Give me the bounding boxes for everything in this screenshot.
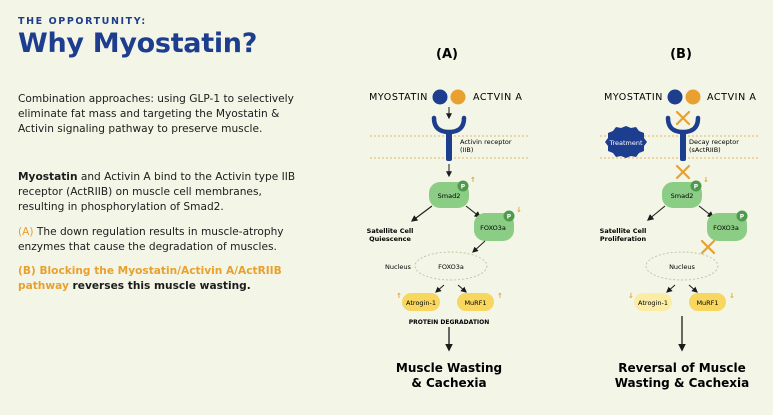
page-title: Why Myostatin?: [18, 28, 258, 59]
panel-b-receptor-label-1: Decay receptor: [689, 138, 739, 146]
panel-a-nucleus: [414, 251, 488, 281]
panel-b-murf-label: MuRF1: [696, 299, 718, 307]
blocking-text: reverses this muscle wasting.: [68, 280, 251, 292]
panel-a-atrogin: [402, 293, 440, 311]
panel-b-murf: [689, 293, 726, 311]
panel-a-fate-label-2: Quiescence: [369, 235, 411, 243]
panel-b-receptor-label-2: (sActRIIB): [689, 146, 721, 154]
panel-b-outcome-2: Wasting & Cachexia: [615, 376, 750, 390]
panel-a-smad2-label: Smad2: [438, 192, 461, 200]
tag-b: (B): [18, 265, 36, 277]
svg-text:↓: ↓: [628, 292, 634, 300]
panel-a-foxo3a: [474, 213, 514, 241]
panel-a-myostatin-ligand: [432, 89, 448, 105]
panel-a-smad2-p: P: [461, 184, 466, 191]
panel-b-fate-label-1: Satellite Cell: [600, 227, 647, 235]
panel-a-label: (A): [436, 47, 458, 62]
panel-b-smad2-phospho: [690, 180, 702, 192]
panel-b-label: (B): [670, 47, 692, 62]
panel-a-nucleus-label: Nucleus: [385, 263, 411, 271]
panel-b-receptor-cup: [665, 115, 701, 135]
downregulation-paragraph: (A) The down regulation results in muscl…: [18, 225, 310, 255]
panel-b-receptor-stem: [680, 131, 686, 161]
panel-b-nucleus-label: Nucleus: [669, 263, 695, 271]
panel-b-atrogin: [634, 293, 672, 311]
intro-paragraph: Combination approaches: using GLP-1 to s…: [18, 93, 294, 135]
blocking-text-orange: Blocking the Myostatin/Activin A/ActRIIB…: [18, 265, 282, 292]
panel-a-activin-label: ACTVIN A: [473, 92, 523, 103]
svg-text:↓: ↓: [729, 292, 735, 300]
mechanism-text: and Activin A bind to the Activin type I…: [18, 171, 296, 213]
treatment-badge: [605, 126, 647, 158]
svg-text:↑: ↑: [396, 292, 402, 300]
panel-b: (B) MYOSTATIN ACTVIN A Treatment Decay r…: [600, 47, 760, 390]
panel-b-block-icon-receptor: [675, 110, 691, 126]
panel-b-foxo3a-p: P: [740, 214, 745, 221]
panel-a-outcome-1: Muscle Wasting: [396, 361, 502, 375]
eyebrow: THE OPPORTUNITY:: [18, 16, 147, 27]
panel-a: (A) MYOSTATIN ACTVIN A Activin receptor …: [367, 47, 530, 390]
panel-b-block-icon-nucleus: [700, 239, 716, 255]
panel-b-smad2-p: P: [694, 184, 699, 191]
panel-a-murf: [457, 293, 494, 311]
panel-a-nucleus-foxo3a: FOXO3a: [438, 263, 464, 271]
panel-b-activin-ligand: [685, 89, 701, 105]
panel-a-foxo3a-p: P: [507, 214, 512, 221]
panel-b-foxo3a: [707, 213, 747, 241]
panel-b-foxo3a-label: FOXO3a: [713, 224, 739, 232]
panel-a-fate-label-1: Satellite Cell: [367, 227, 414, 235]
panel-a-receptor-cup: [431, 115, 467, 135]
svg-text:↓: ↓: [703, 176, 709, 184]
panel-b-fate-label-2: Proliferation: [600, 235, 647, 243]
svg-text:↑: ↑: [497, 292, 503, 300]
panel-b-block-icon-smad: [675, 164, 691, 180]
panel-a-foxo3a-phospho: [503, 210, 515, 222]
panel-a-outcome-2: & Cachexia: [411, 376, 486, 390]
panel-a-protein-degradation: PROTEIN DEGRADATION: [409, 319, 490, 326]
panel-a-myostatin-label: MYOSTATIN: [369, 92, 428, 103]
panel-a-smad2-phospho: [457, 180, 469, 192]
panel-a-activin-ligand: [450, 89, 466, 105]
svg-text:↓: ↓: [516, 206, 522, 214]
panel-a-atrogin-label: Atrogin-1: [406, 299, 436, 307]
panel-b-atrogin-label: Atrogin-1: [638, 299, 668, 307]
panel-a-murf-label: MuRF1: [464, 299, 486, 307]
blocking-paragraph: (B) Blocking the Myostatin/Activin A/Act…: [18, 264, 310, 294]
header: THE OPPORTUNITY: Why Myostatin?: [18, 12, 310, 59]
panel-b-smad2-label: Smad2: [671, 192, 694, 200]
treatment-label: Treatment: [608, 139, 643, 147]
mechanism-paragraph: Myostatin and Activin A bind to the Acti…: [18, 170, 310, 215]
downregulation-text: The down regulation results in muscle-at…: [18, 226, 284, 253]
myostatin-term: Myostatin: [18, 171, 78, 183]
panel-b-myostatin-label: MYOSTATIN: [604, 92, 663, 103]
panel-a-receptor-label-1: Activin receptor: [460, 138, 512, 146]
panel-a-foxo3a-label: FOXO3a: [480, 224, 506, 232]
panel-a-receptor-label-2: (IIB): [460, 146, 473, 154]
svg-text:↑: ↑: [470, 176, 476, 184]
panel-a-receptor-stem: [446, 131, 452, 161]
panel-b-outcome-1: Reversal of Muscle: [618, 361, 745, 375]
tag-a: (A): [18, 226, 34, 238]
panel-b-foxo3a-phospho: [736, 210, 748, 222]
panel-b-myostatin-ligand: [667, 89, 683, 105]
panel-b-nucleus: [645, 251, 719, 281]
panel-b-activin-label: ACTVIN A: [707, 92, 757, 103]
